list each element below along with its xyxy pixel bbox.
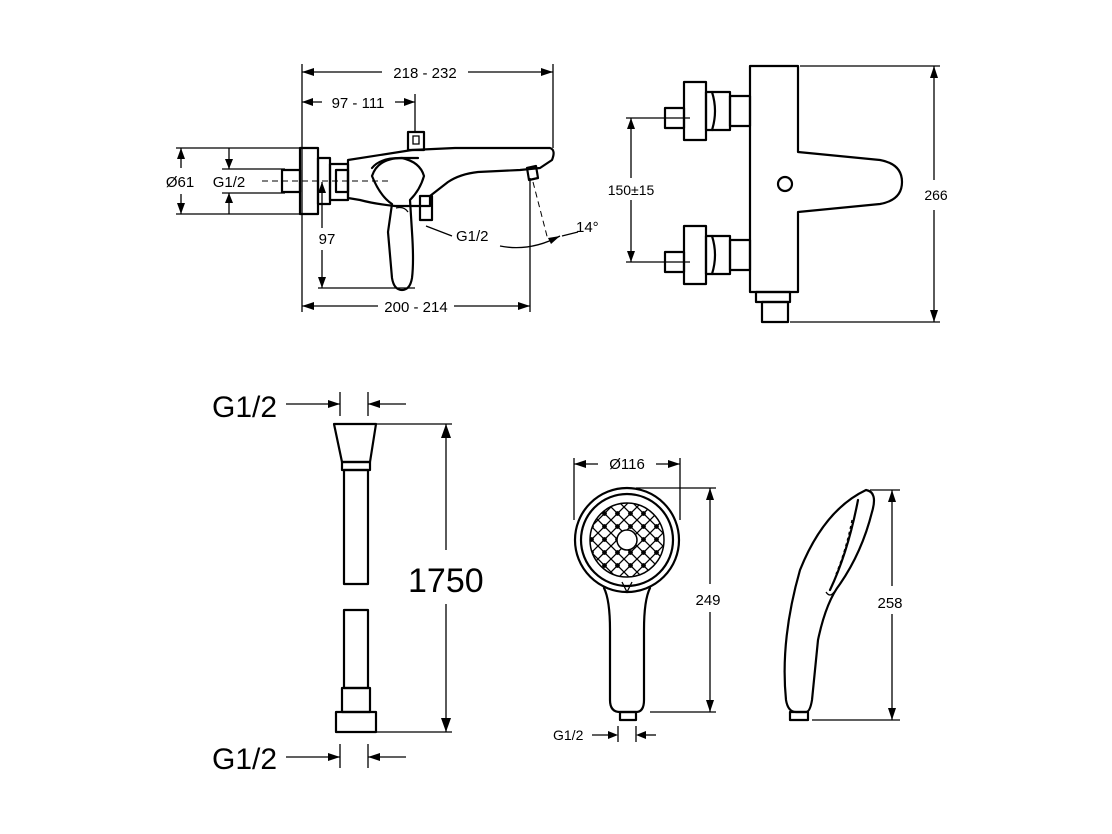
total-height-label: 266 [924,187,948,203]
connection-thread-label: G1/2 [553,727,584,743]
bottom-width-label: 200 - 214 [384,299,447,316]
front-height-label: 249 [695,592,720,609]
outlet-thread-label: G1/2 [456,228,489,245]
hose-top-thread-label: G1/2 [212,391,277,424]
hand-shower-front-view [573,458,716,742]
inlet-thread-label: G1/2 [213,174,246,191]
mixer-side-view [176,64,579,312]
flange-diameter-label: Ø61 [166,174,194,191]
overall-width-label: 218 - 232 [393,65,456,82]
head-diameter-label: Ø116 [609,456,645,473]
hose-length-label: 1750 [408,562,484,600]
hand-shower-side-view [783,488,900,722]
inlet-spacing-label: 150±15 [608,182,655,198]
hose-drawing [286,392,452,768]
mixer-front-view [626,64,940,324]
height-97-label: 97 [319,231,336,248]
spout-angle-label: 14° [576,219,599,236]
side-height-label: 258 [877,595,902,612]
center-distance-label: 97 - 111 [332,95,385,112]
hose-bottom-thread-label: G1/2 [212,743,277,776]
